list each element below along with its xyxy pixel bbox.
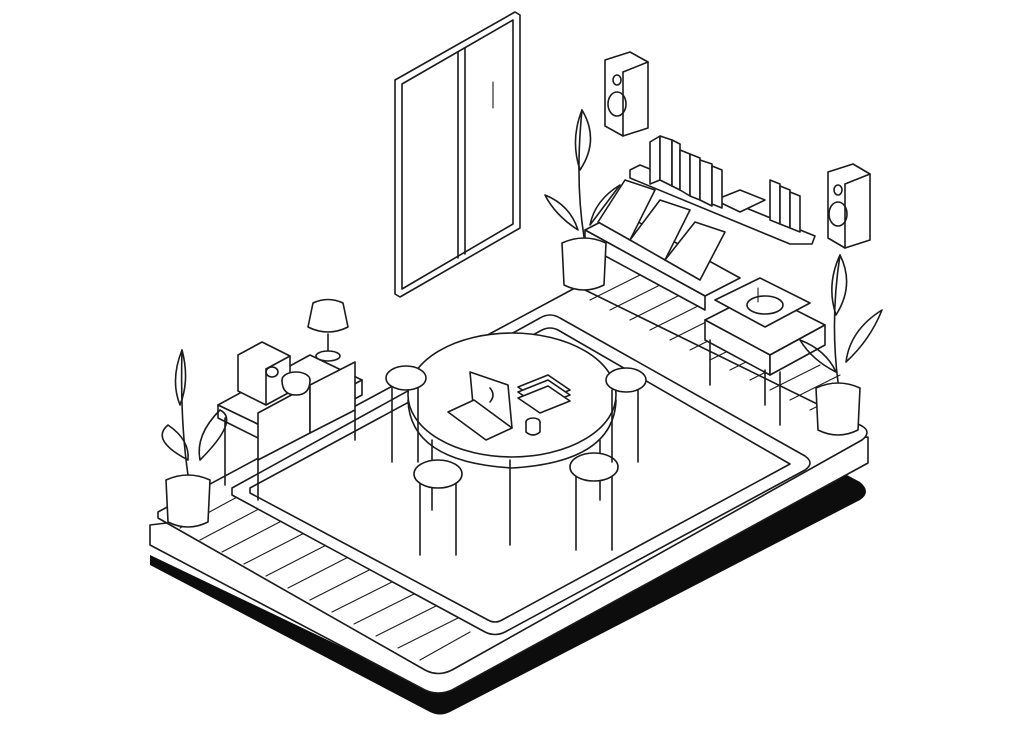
mug [525, 417, 541, 436]
stool-left [385, 365, 427, 463]
speaker-left [604, 51, 649, 137]
plant-left [161, 349, 228, 528]
stool-front-right [569, 452, 619, 551]
stool-right [605, 367, 647, 463]
coffee-maker [237, 341, 291, 406]
laptop [447, 371, 513, 441]
record-bins [584, 179, 741, 311]
speaker-right [827, 163, 871, 249]
rug-inner [249, 327, 791, 623]
plant-back [544, 109, 621, 291]
book-stack [517, 374, 571, 414]
table-lamp [307, 298, 349, 362]
platform-shadow [150, 474, 866, 715]
record-console [704, 277, 826, 426]
rug [231, 314, 811, 636]
window [394, 11, 521, 298]
round-table [407, 332, 617, 546]
stool-front-left [413, 459, 463, 556]
plant-right [799, 254, 883, 436]
shelf-books [649, 135, 801, 233]
kettle [281, 371, 311, 396]
